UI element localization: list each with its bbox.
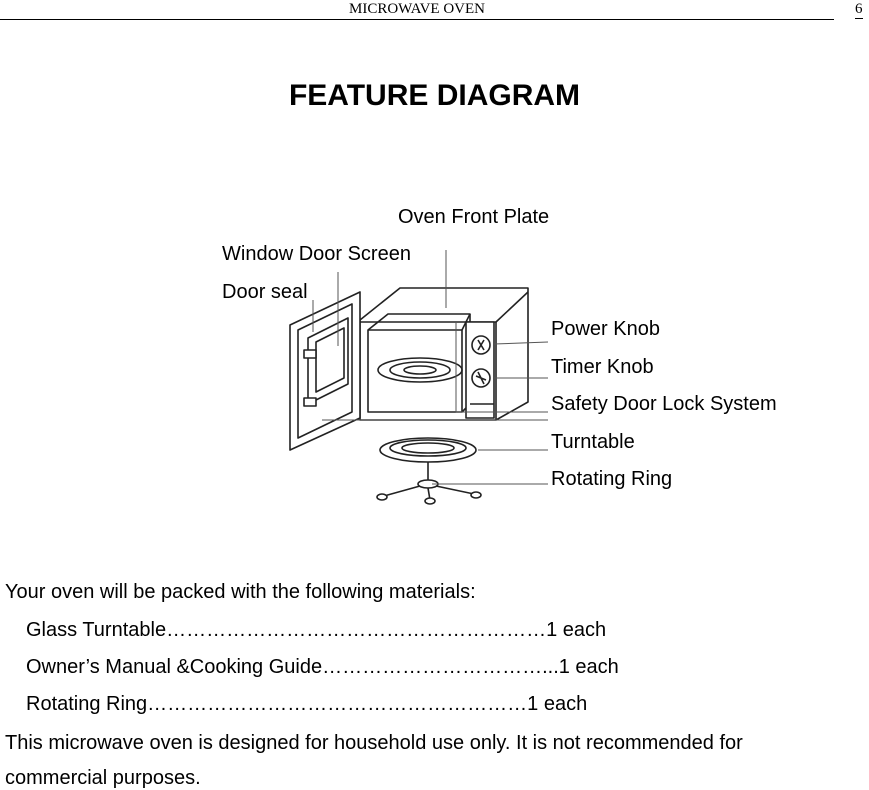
label-turntable: Turntable <box>551 431 635 453</box>
page-title: FEATURE DIAGRAM <box>288 79 581 112</box>
page-header: MICROWAVE OVEN 6 <box>0 0 869 26</box>
label-rotating-ring: Rotating Ring <box>551 468 673 490</box>
list-item: Owner’s Manual &Cooking Guide……………………………… <box>26 656 619 678</box>
header-rule <box>0 19 834 20</box>
label-timer-knob: Timer Knob <box>551 356 654 378</box>
household-use-note-continued: commercial purposes. <box>5 767 201 789</box>
list-item: Glass Turntable…………………………………………………1 each <box>26 619 607 641</box>
label-safety-door-lock: Safety Door Lock System <box>551 393 777 415</box>
list-item: Rotating Ring…………………………………………………1 each <box>26 693 588 715</box>
label-power-knob: Power Knob <box>551 318 660 340</box>
materials-intro: Your oven will be packed with the follow… <box>5 581 476 603</box>
header-title: MICROWAVE OVEN <box>349 1 485 17</box>
label-door-seal: Door seal <box>222 281 308 303</box>
feature-diagram: Oven Front Plate Window Door Screen Door… <box>222 206 777 505</box>
page-number: 6 <box>855 1 863 19</box>
household-use-note: This microwave oven is designed for hous… <box>5 732 743 754</box>
microwave-illustration <box>289 250 549 505</box>
label-oven-front-plate: Oven Front Plate <box>398 206 550 228</box>
label-window-door-screen: Window Door Screen <box>222 243 411 265</box>
